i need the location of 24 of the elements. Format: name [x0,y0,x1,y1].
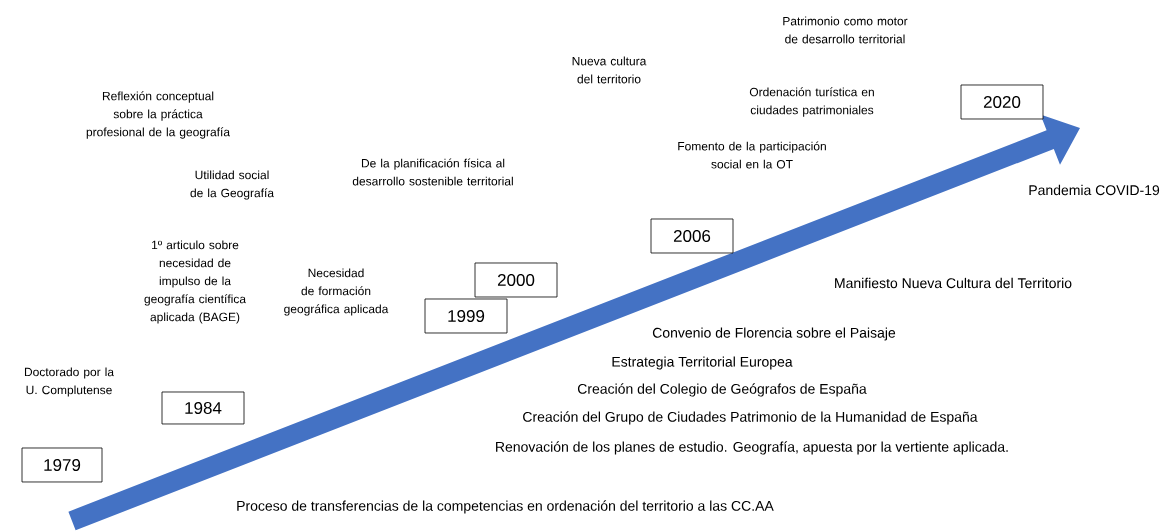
event-label: Pandemia COVID-19 [1029,184,1160,196]
year-box: 1999 [424,298,508,334]
event-label: Creación del Colegio de Geógrafos de España [577,383,867,397]
event-label: Necesidad de formación geográfica aplicada [284,268,389,316]
event-label: Creación del Grupo de Ciudades Patrimonio de la Humanidad de España [523,411,978,425]
event-label: Doctorado por la U. Complutense [24,367,114,397]
event-label: Utilidad social de la Geografía [190,170,274,200]
event-label: Renovación de los planes de estudio. Geografía, apuesta por la vertiente aplicada. [496,441,1008,455]
event-label: Manifiesto Nueva Cultura del Territorio [835,277,1072,289]
year-box: 2000 [474,262,558,298]
event-label: Reflexión conceptual sobre la práctica profesional de la geografía [86,91,230,139]
event-label: Nueva cultura del territorio [572,56,647,84]
event-label: Patrimonio como motor de desarrollo territorial [783,16,908,44]
year-box: 1984 [161,391,245,425]
year-box: 2006 [650,218,734,254]
event-label: Proceso de transferencias de la competencias en ordenación del territorio a las CC.AA [237,500,774,514]
year-box: 1979 [21,447,103,483]
event-label: De la planificación física al desarrollo sostenible territorial [352,158,513,186]
event-label: Convenio de Florencia sobre el Paisaje [652,327,896,341]
event-label: Fomento de la participación social en la OT [678,141,826,169]
event-label: 1º articulo sobre necesidad de impulso de la geografía científica aplicada (BAGE) [144,240,246,324]
event-label: Ordenación turística en ciudades patrimoniales [749,87,874,117]
event-label: Estrategia Territorial Europea [612,356,793,370]
year-box: 2020 [960,84,1044,120]
